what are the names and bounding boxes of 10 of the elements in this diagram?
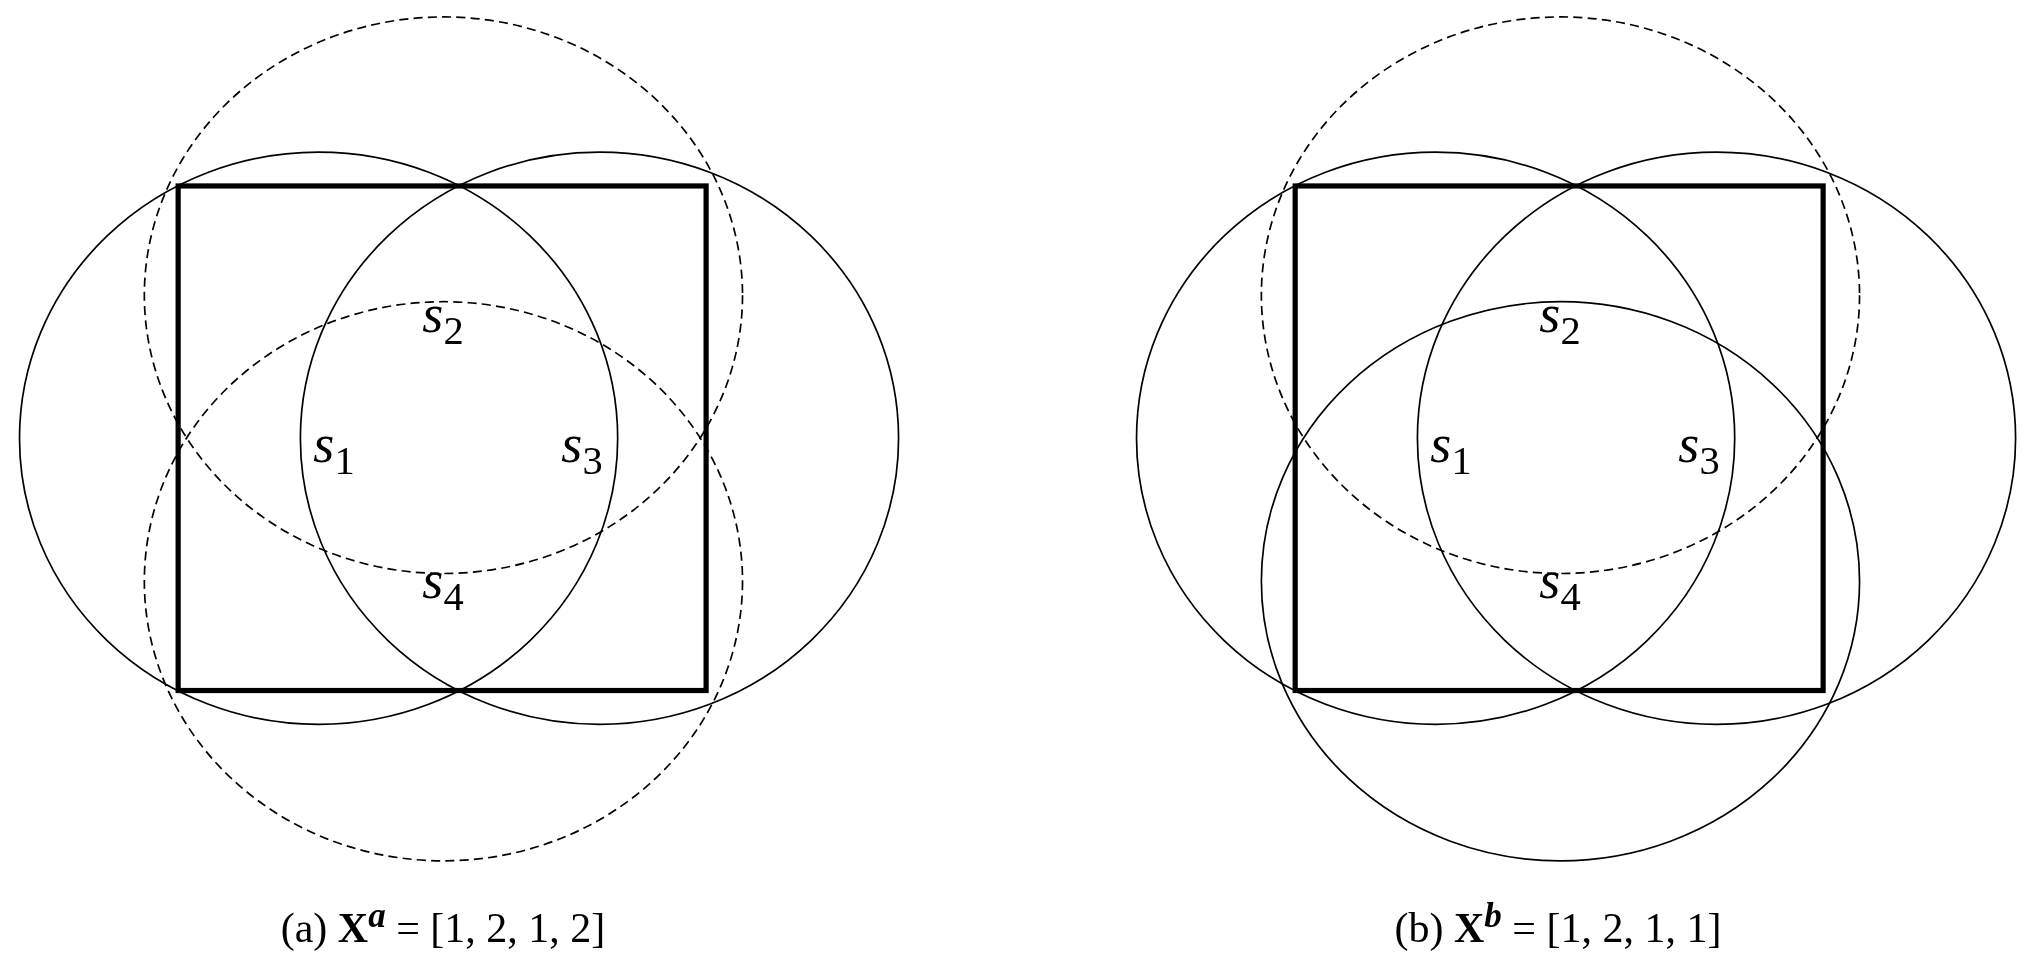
sensor-label: s$_{4}$ [422, 552, 464, 618]
sensor-label: s$_{2}$ [1539, 286, 1581, 352]
sensor-label: s$_{3}$ [1678, 416, 1720, 482]
figure-caption: (a) X$^{a}$ = [1, 2, 1, 2] [280, 897, 606, 949]
figure-caption: (b) X$^{b}$ = [1, 2, 1, 1] [1394, 897, 1722, 949]
sensor-label: s$_{4}$ [1539, 552, 1581, 618]
sensor-label: s$_{1}$ [313, 416, 355, 482]
sensor-label: s$_{3}$ [561, 416, 603, 482]
sensor-label: s$_{2}$ [422, 286, 464, 352]
sensor-label: s$_{1}$ [1430, 416, 1472, 482]
